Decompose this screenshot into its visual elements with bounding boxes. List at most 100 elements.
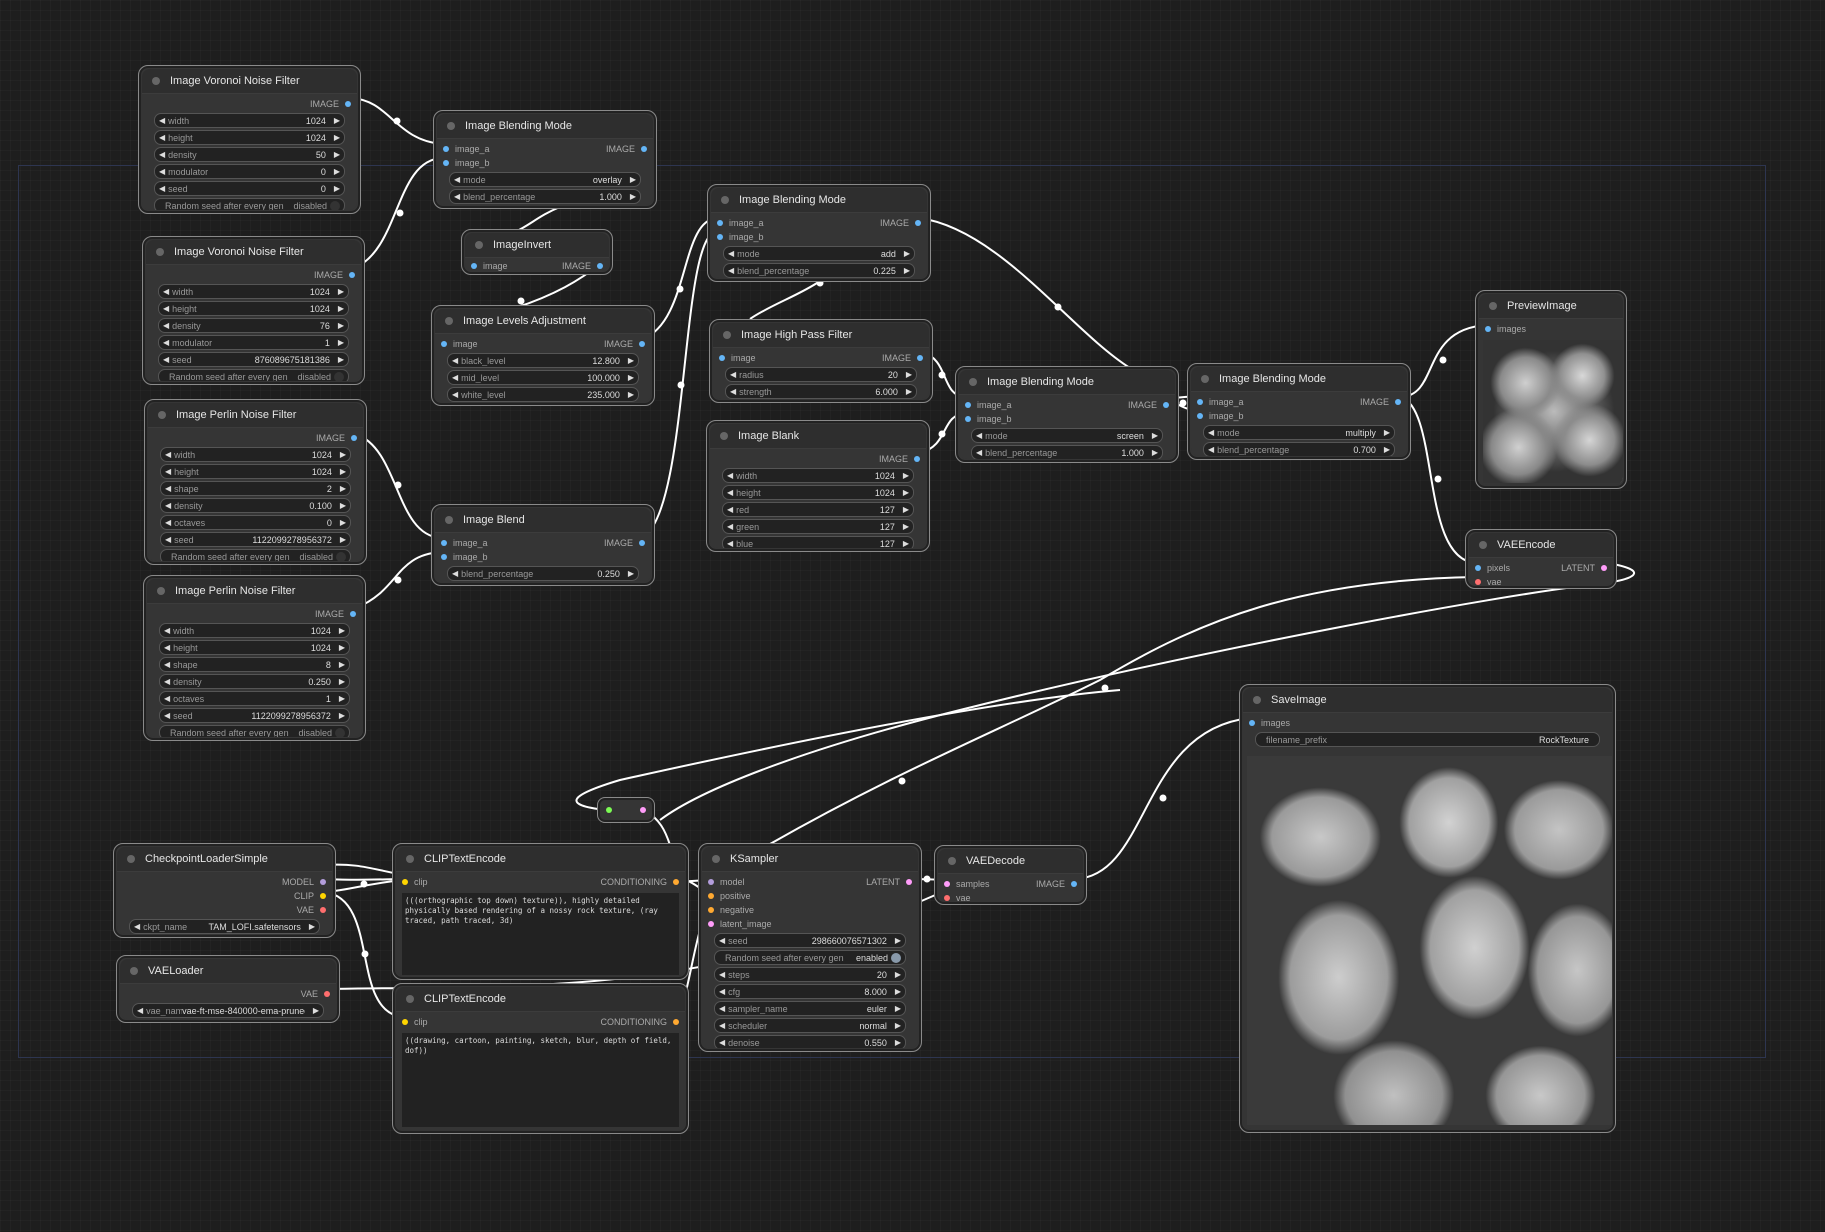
image-pin-icon[interactable]: [351, 435, 357, 441]
node-title[interactable]: Image Blend: [435, 508, 651, 533]
collapse-dot-icon[interactable]: [156, 248, 164, 256]
decrement-arrow-icon[interactable]: ◀: [719, 1004, 726, 1013]
input-image-a[interactable]: image_a: [441, 538, 488, 548]
output-image[interactable]: IMAGE: [316, 433, 357, 443]
increment-arrow-icon[interactable]: ▶: [902, 488, 909, 497]
increment-arrow-icon[interactable]: ▶: [902, 505, 909, 514]
increment-arrow-icon[interactable]: ▶: [333, 133, 340, 142]
collapse-dot-icon[interactable]: [445, 317, 453, 325]
input-image-b[interactable]: image_b: [441, 552, 488, 562]
increment-arrow-icon[interactable]: ▶: [894, 987, 901, 996]
toggle-knob-icon[interactable]: [335, 727, 345, 737]
latent-pin-icon[interactable]: [708, 921, 714, 927]
toggle-knob-icon[interactable]: [334, 371, 344, 381]
image-pin-icon[interactable]: [717, 220, 723, 226]
node-title[interactable]: CheckpointLoaderSimple: [117, 847, 332, 872]
input-images[interactable]: images: [1249, 718, 1290, 728]
collapse-dot-icon[interactable]: [1201, 375, 1209, 383]
increment-arrow-icon[interactable]: ▶: [333, 116, 340, 125]
decrement-arrow-icon[interactable]: ◀: [727, 471, 734, 480]
decrement-arrow-icon[interactable]: ◀: [719, 1021, 726, 1030]
input-image-a[interactable]: image_a: [717, 218, 764, 228]
decrement-arrow-icon[interactable]: ◀: [727, 505, 734, 514]
node-title[interactable]: Image Perlin Noise Filter: [148, 403, 363, 428]
decrement-arrow-icon[interactable]: ◀: [159, 150, 166, 159]
latent-pin-icon[interactable]: [944, 881, 950, 887]
collapse-dot-icon[interactable]: [1489, 302, 1497, 310]
output-image[interactable]: IMAGE: [879, 454, 920, 464]
decrement-arrow-icon[interactable]: ◀: [727, 488, 734, 497]
decrement-arrow-icon[interactable]: ◀: [165, 518, 172, 527]
toggle-knob-icon[interactable]: [330, 200, 340, 210]
collapse-dot-icon[interactable]: [721, 196, 729, 204]
input-clip[interactable]: clip: [402, 877, 428, 887]
output-image[interactable]: IMAGE: [314, 270, 355, 280]
vae-pin-icon[interactable]: [320, 907, 326, 913]
decrement-arrow-icon[interactable]: ◀: [976, 431, 983, 440]
model-pin-icon[interactable]: [320, 879, 326, 885]
increment-arrow-icon[interactable]: ▶: [894, 970, 901, 979]
output-latent[interactable]: LATENT: [1561, 563, 1607, 573]
image-pin-icon[interactable]: [641, 146, 647, 152]
node-vae-loader[interactable]: VAELoader VAE ◀vae_namevae-ft-mse-840000…: [116, 955, 340, 1023]
increment-arrow-icon[interactable]: ▶: [333, 150, 340, 159]
toggle-knob-icon[interactable]: [891, 952, 901, 963]
output-vae[interactable]: VAE: [301, 989, 330, 999]
collapse-dot-icon[interactable]: [445, 516, 453, 524]
output-image[interactable]: IMAGE: [606, 144, 647, 154]
decrement-arrow-icon[interactable]: ◀: [164, 643, 171, 652]
widget-vae-name[interactable]: ◀vae_namevae-ft-mse-840000-ema-pruned.pt…: [132, 1003, 324, 1018]
input-image-a[interactable]: image_a: [965, 400, 1012, 410]
image-pin-icon[interactable]: [345, 101, 351, 107]
image-pin-icon[interactable]: [597, 263, 603, 269]
output-image[interactable]: IMAGE: [1128, 400, 1169, 410]
collapse-dot-icon[interactable]: [948, 857, 956, 865]
node-title[interactable]: Image Perlin Noise Filter: [147, 579, 362, 604]
increment-arrow-icon[interactable]: ▶: [627, 390, 634, 399]
output-image[interactable]: IMAGE: [880, 218, 921, 228]
decrement-arrow-icon[interactable]: ◀: [452, 356, 459, 365]
image-pin-icon[interactable]: [917, 355, 923, 361]
increment-arrow-icon[interactable]: ▶: [629, 192, 636, 201]
collapse-dot-icon[interactable]: [475, 241, 483, 249]
output-clip[interactable]: CLIP: [294, 891, 326, 901]
increment-arrow-icon[interactable]: ▶: [894, 936, 901, 945]
image-pin-icon[interactable]: [1249, 720, 1255, 726]
collapse-dot-icon[interactable]: [127, 855, 135, 863]
output-vae[interactable]: VAE: [297, 905, 326, 915]
clip-pin-icon[interactable]: [402, 879, 408, 885]
node-title[interactable]: VAELoader: [120, 959, 336, 984]
